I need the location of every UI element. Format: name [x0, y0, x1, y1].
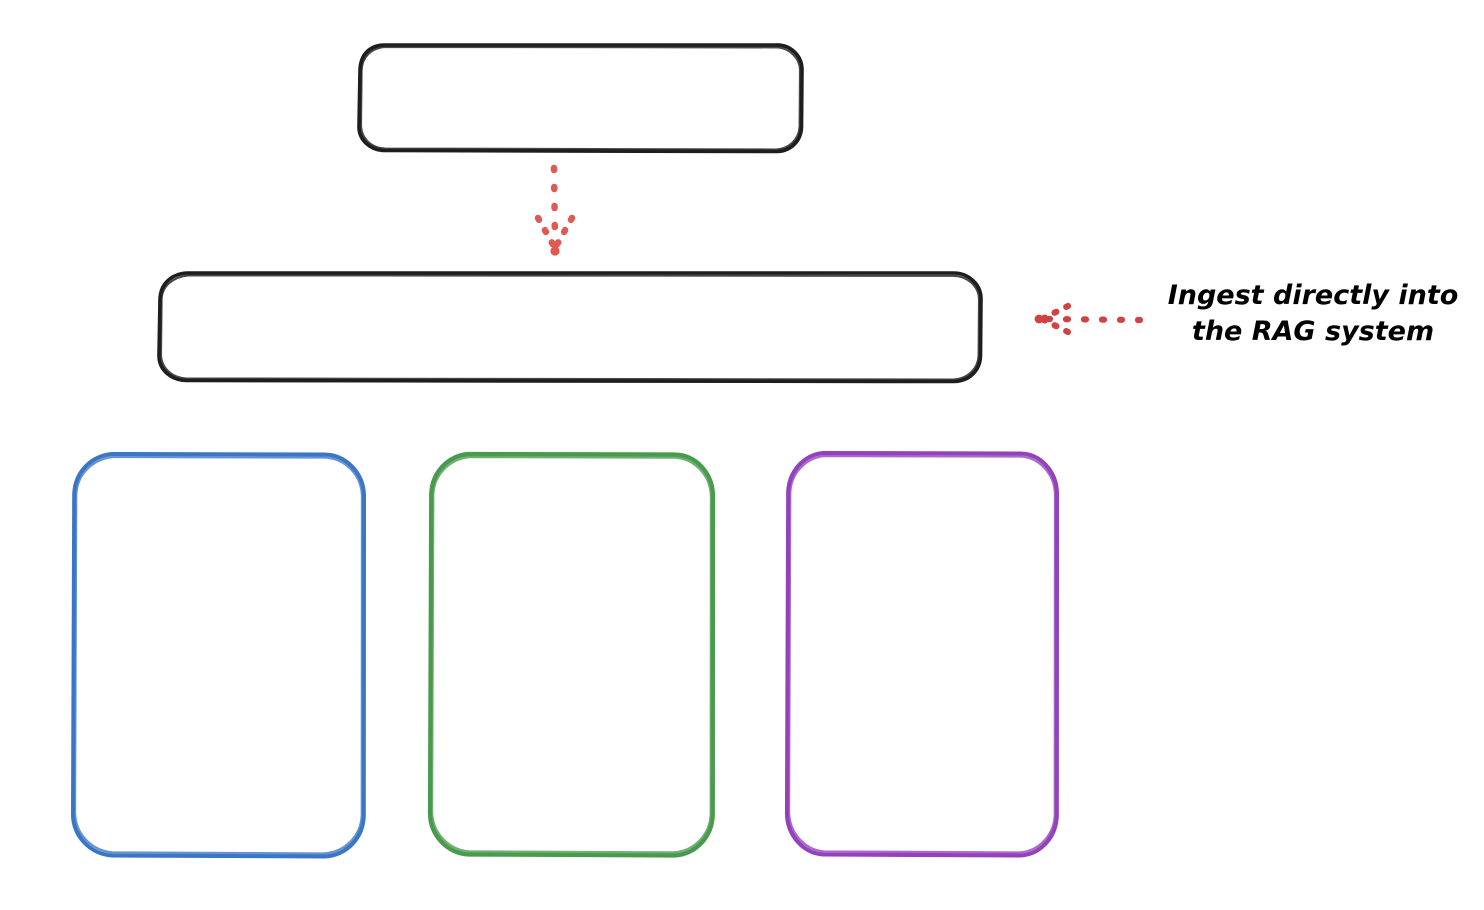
- node-agent[interactable]: AGENT: [357, 42, 804, 154]
- key-value-io-index-label: KeyValueIndex: [465, 704, 678, 734]
- annotation-ingest: Ingest directly into the RAG system: [1148, 278, 1478, 349]
- node-vector-io[interactable]: VectorIO (insert_chunks, delete_chunks, …: [70, 451, 366, 859]
- key-value-io-api-line-1: KeyValueIO: [489, 574, 654, 604]
- connector-ingest-arrow: [1034, 302, 1144, 336]
- node-relational-io[interactable]: RelationalIO (insert_sql, query_sql) SQL…: [784, 450, 1060, 858]
- key-value-io-api-line-3: delete_key, get): [456, 638, 687, 668]
- vector-io-index-label: VectorIndex: [132, 721, 305, 750]
- dotted-arrow-down-icon: [534, 164, 576, 256]
- annotation-line-1: Ingest directly into: [1167, 280, 1459, 311]
- agent-label: AGENT: [520, 79, 641, 114]
- relational-io-api-line-2: (insert_sql,: [842, 606, 1003, 635]
- connector-agent-to-rag-tool: [534, 164, 576, 256]
- node-rag-tool[interactable]: RAG Tool: [157, 270, 983, 384]
- rag-tool-label: RAG Tool: [507, 309, 633, 343]
- annotation-line-2: the RAG system: [1191, 315, 1435, 347]
- vector-io-api-line-1: VectorIO: [156, 559, 281, 588]
- vector-io-api-line-2: (insert_chunks,: [108, 591, 329, 620]
- dotted-arrow-left-icon: [1034, 302, 1144, 336]
- vector-io-api-line-3: delete_chunks,: [110, 623, 327, 652]
- relational-io-api-line-3: query_sql): [847, 638, 998, 667]
- key-value-io-api-line-2: (set_key,: [507, 606, 636, 636]
- relational-io-index-label: SQLTable: [858, 704, 987, 733]
- node-key-value-io[interactable]: KeyValueIO (set_key, delete_key, get) Ke…: [427, 451, 716, 858]
- vector-io-api-line-4: query): [171, 655, 266, 684]
- relational-io-api-line-1: RelationalIO: [834, 574, 1011, 603]
